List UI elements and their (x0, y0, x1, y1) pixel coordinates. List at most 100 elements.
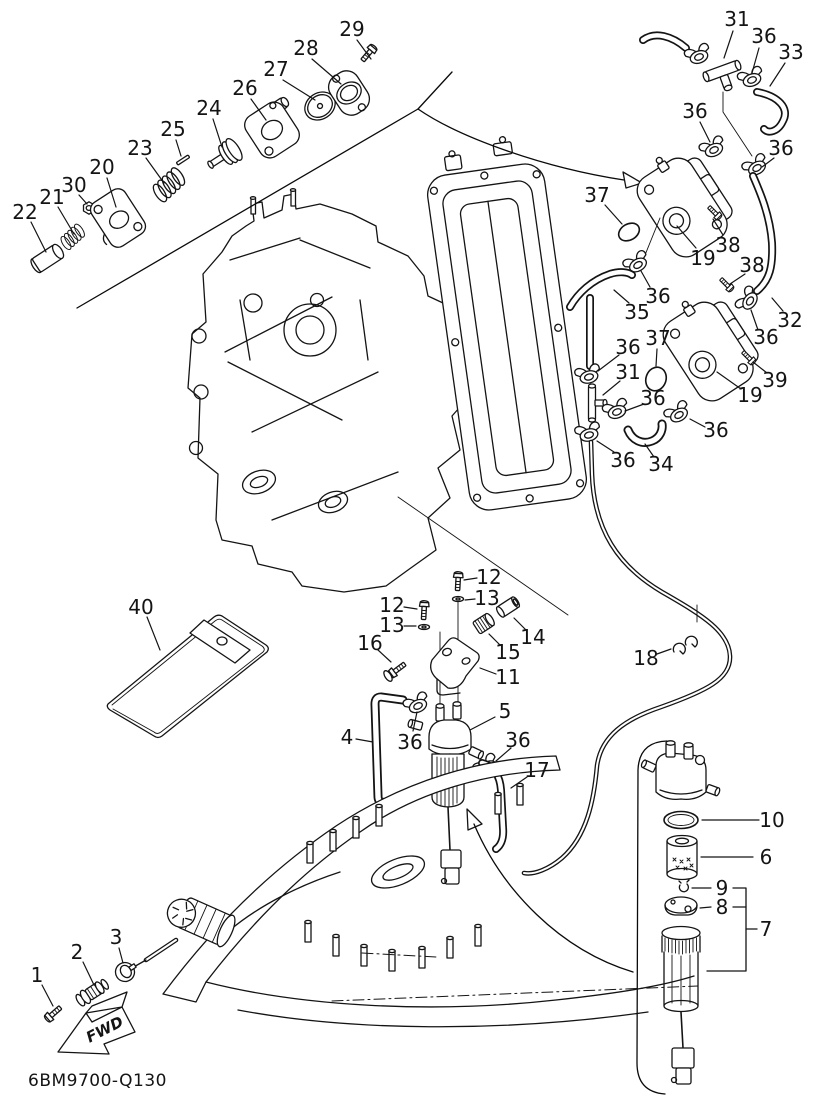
callout-leader-14-38 (513, 617, 527, 631)
engine-crankcase-block (187, 188, 475, 593)
callout-label-23-6: 23 (127, 136, 152, 160)
callout-label-28-1: 28 (293, 36, 318, 60)
callout-label-16-40: 16 (357, 631, 382, 655)
callout-leader-26-3 (250, 98, 267, 121)
float-8 (664, 896, 698, 916)
callout-label-26-3: 26 (232, 76, 257, 100)
callout-leader-36-44 (412, 711, 418, 732)
callout-label-12-36: 12 (379, 593, 404, 617)
callout-leader-29-0 (356, 39, 372, 60)
callout-label-20-7: 20 (89, 155, 114, 179)
callout-label-36-46: 36 (505, 728, 530, 752)
callout-leader-37-16 (604, 204, 623, 225)
callout-label-12-34: 12 (476, 565, 501, 589)
o-ring-37 (644, 366, 668, 392)
callout-leader-36-12 (751, 47, 760, 74)
t-fitting-31 (702, 59, 742, 92)
callout-leader-36-23 (750, 309, 759, 331)
inset-detail-view (636, 740, 721, 1095)
collar-15 (472, 612, 495, 635)
callout-leader-36-30 (689, 418, 706, 428)
callout-leader-3-50 (118, 947, 124, 964)
callout-label-19-18: 19 (690, 246, 715, 270)
callout-leader-32-22 (771, 297, 784, 312)
bracket-11 (430, 637, 480, 696)
callout-leader-39-27 (752, 361, 768, 374)
callout-leader-20-7 (106, 177, 117, 208)
spring-21 (56, 222, 89, 252)
callout-label-36-44: 36 (397, 730, 422, 754)
callout-leader-23-6 (145, 157, 165, 184)
callout-label-17-47: 17 (524, 758, 549, 782)
callout-leader-21-9 (57, 206, 75, 235)
fuel-pump-upper-assembly (617, 31, 789, 316)
plunger-24 (207, 137, 243, 169)
callout-leader-18-33 (656, 648, 672, 655)
sensor-connector (440, 849, 462, 885)
callout-leader-24-4 (212, 118, 223, 148)
callout-label-36-12: 36 (751, 24, 776, 48)
callout-leader-38-19 (729, 273, 746, 285)
callout-label-36-25: 36 (615, 335, 640, 359)
callout-label-24-4: 24 (196, 96, 221, 120)
filter-cup-7 (661, 925, 701, 1085)
screw-38 (717, 275, 736, 294)
callout-leader-11-41 (479, 667, 497, 675)
callout-leader-16-40 (377, 649, 392, 663)
callout-label-7-55: 7 (760, 917, 773, 941)
callout-leader-13-35 (464, 598, 476, 601)
callout-leader-37-24 (655, 348, 658, 367)
callout-leader-34-31 (644, 443, 655, 458)
cap-22 (30, 243, 65, 274)
callout-leader-5-45 (469, 716, 496, 731)
callout-leader-28-1 (311, 58, 342, 85)
callout-label-18-33: 18 (633, 646, 658, 670)
spring-23 (147, 165, 190, 205)
callout-label-9-53: 9 (716, 876, 729, 900)
callout-leader-12-36 (403, 606, 418, 610)
bolt-12 (452, 570, 464, 592)
callout-label-36-30: 36 (703, 418, 728, 442)
callout-label-13-37: 13 (379, 613, 404, 637)
callout-leader-36-14 (699, 121, 711, 143)
cylinder-studs (304, 782, 524, 972)
callout-label-40-42: 40 (128, 595, 153, 619)
callout-leader-31-26 (602, 380, 621, 396)
grommet-plate-40 (106, 614, 269, 739)
callout-label-27-2: 27 (263, 57, 288, 81)
bolt-12 (418, 599, 430, 621)
callout-label-22-10: 22 (12, 200, 37, 224)
callout-leader-4-43 (355, 738, 374, 743)
callout-label-33-13: 33 (778, 40, 803, 64)
retainer-3 (114, 961, 137, 983)
clip-9 (678, 879, 690, 893)
divider-and-arrows (76, 71, 643, 973)
fuel-pump-lower-assembly (566, 268, 769, 447)
callout-label-37-24: 37 (645, 326, 670, 350)
callout-label-4-43: 4 (341, 725, 354, 749)
t-pipe-31 (587, 383, 608, 423)
callout-label-36-20: 36 (645, 284, 670, 308)
callout-label-3-50: 3 (110, 925, 123, 949)
callout-label-2-49: 2 (71, 940, 84, 964)
callout-label-14-38: 14 (520, 625, 545, 649)
callout-leader-30-8 (78, 194, 88, 205)
callout-leader-8-54 (699, 906, 712, 909)
callout-label-15-39: 15 (495, 640, 520, 664)
callout-label-37-16: 37 (584, 183, 609, 207)
callout-leader-36-46 (495, 747, 512, 762)
inset-filter-head (640, 740, 721, 800)
washer-13 (451, 595, 465, 603)
callout-label-39-27: 39 (762, 368, 787, 392)
callout-leader-27-2 (282, 79, 316, 101)
callout-label-38-19: 38 (739, 253, 764, 277)
callout-label-11-41: 11 (495, 665, 520, 689)
callout-leader-19-18 (676, 225, 697, 249)
callout-leader-17-47 (510, 776, 528, 789)
filter-element-6 (666, 834, 698, 881)
valve-housing-20 (89, 188, 147, 248)
callout-label-36-23: 36 (753, 325, 778, 349)
callout-label-36-15: 36 (768, 136, 793, 160)
fuel-hose-run (521, 439, 733, 876)
